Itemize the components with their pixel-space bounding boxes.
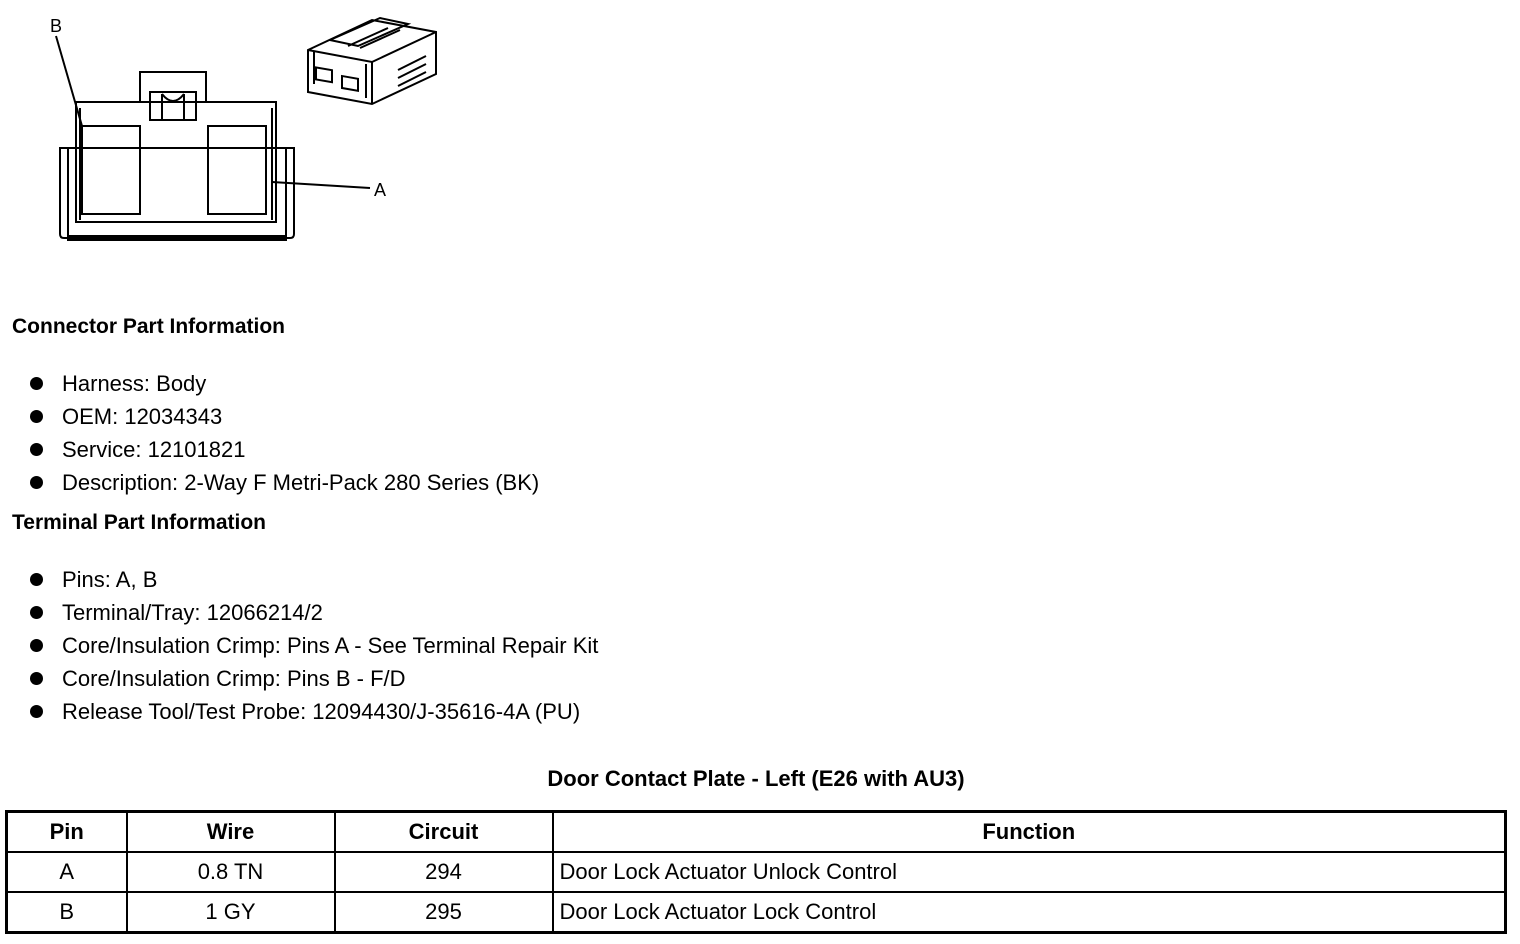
list-item: Service: 12101821 [30,433,539,466]
table-row: A 0.8 TN 294 Door Lock Actuator Unlock C… [5,851,1507,893]
list-item: Description: 2-Way F Metri-Pack 280 Seri… [30,466,539,499]
bullet-icon [30,573,43,586]
bullet-icon [30,606,43,619]
header-pin: Pin [5,810,128,853]
diagram-label-a: A [374,180,386,200]
connector-diagram: B A [40,10,460,250]
cell-function: Door Lock Actuator Unlock Control [551,851,1507,893]
terminal-section-title: Terminal Part Information [12,511,266,534]
bullet-icon [30,672,43,685]
pinout-table: Pin Wire Circuit Function A 0.8 TN 294 D… [5,810,1507,934]
list-item: Terminal/Tray: 12066214/2 [30,596,598,629]
cell-function: Door Lock Actuator Lock Control [551,891,1507,934]
list-item: Release Tool/Test Probe: 12094430/J-3561… [30,695,598,728]
list-item: Core/Insulation Crimp: Pins A - See Term… [30,629,598,662]
bullet-icon [30,410,43,423]
list-item: Core/Insulation Crimp: Pins B - F/D [30,662,598,695]
bullet-icon [30,377,43,390]
bullet-icon [30,705,43,718]
connector-section-title: Connector Part Information [12,315,286,338]
list-item: Pins: A, B [30,563,598,596]
cell-pin: B [5,891,128,934]
table-header-row: Pin Wire Circuit Function [5,810,1507,853]
connector-drawing: B A [50,16,437,241]
list-item: Harness: Body [30,367,539,400]
cell-circuit: 295 [333,891,554,934]
bullet-icon [30,476,43,489]
table-row: B 1 GY 295 Door Lock Actuator Lock Contr… [5,891,1507,934]
terminal-info-list: Pins: A, B Terminal/Tray: 12066214/2 Cor… [30,563,598,728]
connector-info-list: Harness: Body OEM: 12034343 Service: 121… [30,367,539,499]
list-item: OEM: 12034343 [30,400,539,433]
cell-wire: 0.8 TN [125,851,336,893]
table-caption: Door Contact Plate - Left (E26 with AU3) [547,766,965,791]
bullet-icon [30,443,43,456]
header-function: Function [551,810,1507,853]
diagram-label-b: B [50,16,62,36]
cell-pin: A [5,851,128,893]
header-circuit: Circuit [333,810,554,853]
header-wire: Wire [125,810,336,853]
cell-circuit: 294 [333,851,554,893]
bullet-icon [30,639,43,652]
cell-wire: 1 GY [125,891,336,934]
